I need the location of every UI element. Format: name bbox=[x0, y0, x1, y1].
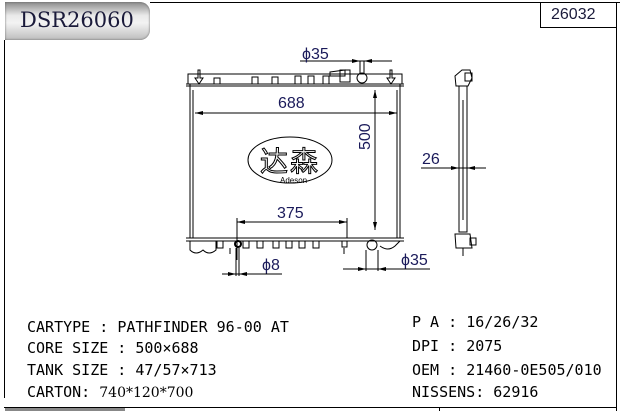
dim-drain-diameter: ϕ8 bbox=[262, 257, 280, 274]
spec-nissens: NISSENS: 62916 bbox=[412, 383, 539, 401]
dim-core-width: 688 bbox=[278, 95, 305, 112]
radiator-drawing bbox=[186, 59, 486, 276]
frame-bottom-border bbox=[4, 407, 616, 408]
frame-top-border bbox=[150, 2, 620, 3]
model-code: DSR26060 bbox=[20, 8, 134, 32]
dim-core-thickness: 26 bbox=[422, 151, 440, 168]
bottom-tab-decoration bbox=[5, 408, 125, 411]
dim-inlet-diameter: ϕ35 bbox=[302, 46, 329, 63]
spec-pa: P A : 16/26/32 bbox=[412, 313, 539, 331]
logo-chinese: 达森 bbox=[259, 145, 321, 179]
dim-core-height: 500 bbox=[357, 123, 374, 150]
frame-left-border bbox=[4, 40, 5, 398]
model-code-tab: DSR26060 bbox=[5, 2, 150, 40]
spec-dpi: DPI : 2075 bbox=[412, 337, 503, 355]
reference-code: 26032 bbox=[551, 6, 596, 23]
logo-english: Adeson bbox=[280, 176, 308, 185]
adeson-logo bbox=[247, 136, 333, 184]
spec-tank-size: TANK SIZE : 47/57×713 bbox=[27, 361, 217, 379]
spec-carton: CARTON: 740*120*700 bbox=[27, 383, 194, 401]
dim-fitting-spacing: 375 bbox=[277, 205, 304, 222]
reference-code-box: 26032 bbox=[540, 3, 617, 28]
spec-oem: OEM : 21460-0E505/010 bbox=[412, 361, 602, 379]
frame-right-border bbox=[616, 2, 617, 411]
frame-divider-tick bbox=[439, 407, 440, 411]
spec-cartype: CARTYPE : PATHFINDER 96-00 AT bbox=[27, 318, 289, 336]
dim-outlet-diameter: ϕ35 bbox=[401, 252, 428, 269]
spec-core-size: CORE SIZE : 500×688 bbox=[27, 339, 199, 357]
